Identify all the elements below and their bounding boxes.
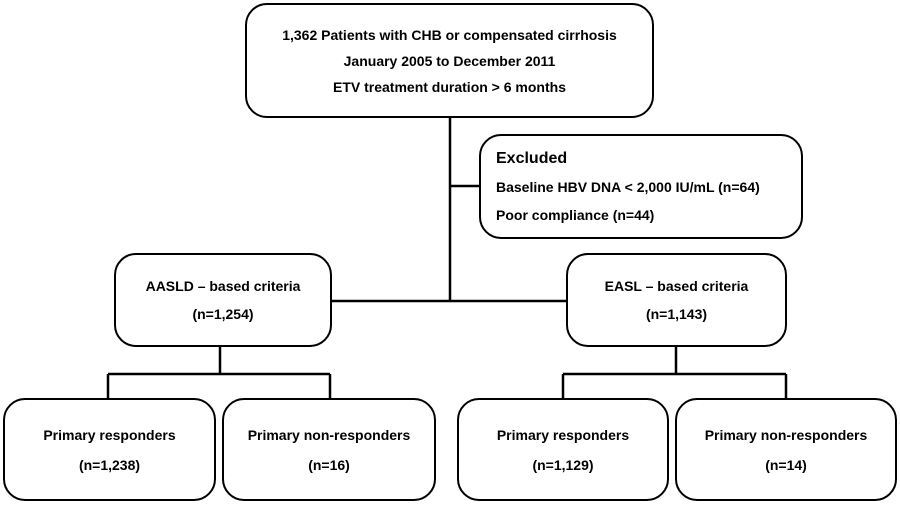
period-line: January 2005 to December 2011: [343, 52, 556, 69]
easl-responders-label: Primary responders: [496, 426, 630, 443]
aasld-responders-count: (n=1,238): [78, 456, 141, 473]
easl-responders-count: (n=1,129): [532, 456, 594, 473]
patients-box: 1,362 Patients with CHB or compensated c…: [245, 3, 654, 118]
treatment-duration-line: ETV treatment duration > 6 months: [333, 78, 566, 95]
excluded-box: Excluded Baseline HBV DNA < 2,000 IU/mL …: [479, 134, 803, 239]
aasld-non-responders-label: Primary non-responders: [247, 426, 411, 443]
easl-title: EASL – based criteria: [604, 278, 749, 294]
easl-criteria-box: EASL – based criteria (n=1,143): [566, 253, 787, 347]
easl-count: (n=1,143): [645, 306, 708, 322]
aasld-primary-responders-box: Primary responders (n=1,238): [3, 398, 216, 501]
aasld-primary-non-responders-box: Primary non-responders (n=16): [222, 398, 436, 501]
aasld-criteria-box: AASLD – based criteria (n=1,254): [114, 253, 332, 347]
excluded-hbv-dna-line: Baseline HBV DNA < 2,000 IU/mL (n=64): [496, 178, 760, 195]
easl-non-responders-label: Primary non-responders: [704, 426, 868, 443]
aasld-count: (n=1,254): [192, 306, 254, 322]
aasld-title: AASLD – based criteria: [145, 278, 301, 294]
excluded-compliance-line: Poor compliance (n=44): [496, 206, 655, 223]
patients-line: 1,362 Patients with CHB or compensated c…: [282, 26, 617, 43]
aasld-responders-label: Primary responders: [43, 426, 176, 443]
aasld-non-responders-count: (n=16): [308, 456, 350, 473]
easl-primary-non-responders-box: Primary non-responders (n=14): [675, 398, 897, 501]
easl-non-responders-count: (n=14): [765, 456, 807, 473]
excluded-title: Excluded: [496, 149, 568, 167]
easl-primary-responders-box: Primary responders (n=1,129): [457, 398, 669, 501]
